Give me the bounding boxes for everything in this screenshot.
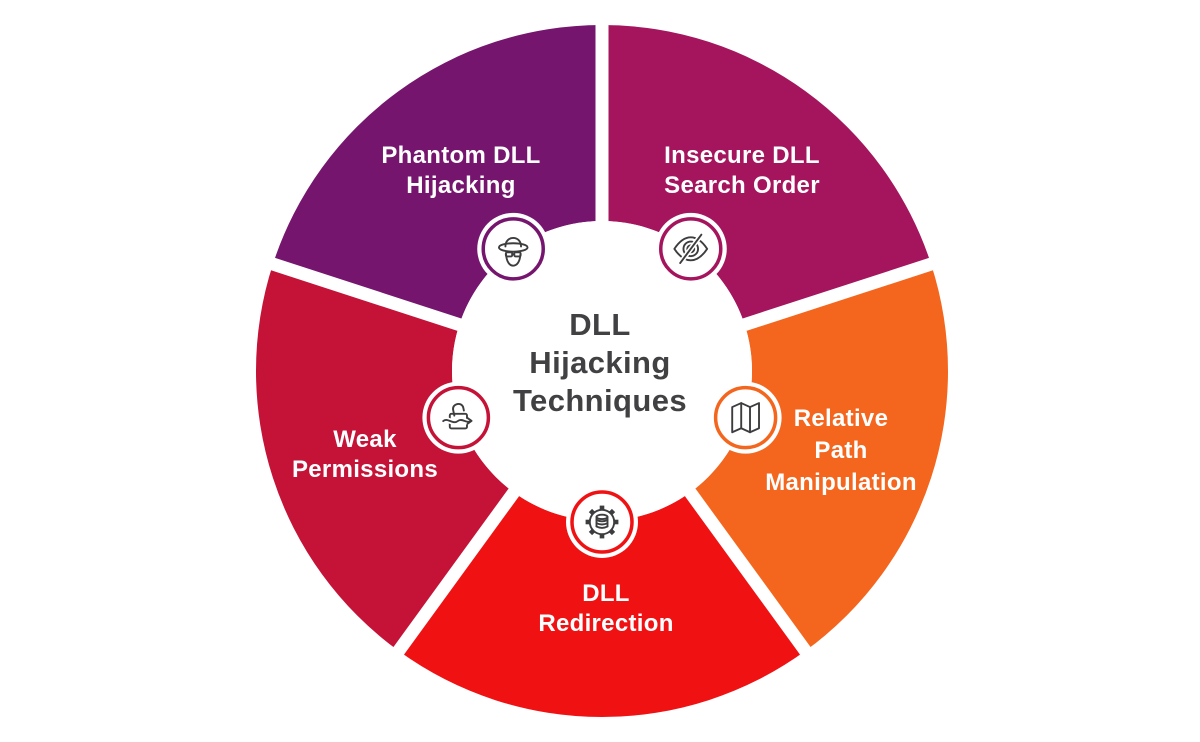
segment-label-relative-path-manipulation: Relative [794, 405, 888, 432]
segment-label-relative-path-manipulation: Path [814, 437, 867, 464]
segment-phantom-dll-hijacking [272, 25, 602, 325]
title-line-3: Techniques [513, 383, 687, 418]
segment-label-weak-permissions: Permissions [292, 456, 438, 483]
segment-label-phantom-dll-hijacking: Phantom DLL [381, 142, 540, 169]
segment-label-dll-redirection: Redirection [538, 610, 673, 637]
spy-icon [497, 236, 529, 267]
center-circle [452, 221, 752, 521]
diagram-title: DLL Hijacking Techniques [513, 306, 687, 420]
segment-label-dll-redirection: DLL [582, 580, 630, 607]
segment-label-relative-path-manipulation: Manipulation [765, 469, 917, 496]
folded-map-icon [731, 402, 760, 434]
title-line-2: Hijacking [529, 345, 671, 380]
segment-label-insecure-dll-search-order: Search Order [664, 172, 820, 199]
segment-insecure-dll-search-order [602, 25, 932, 325]
icon-circle-weak-permissions [426, 385, 491, 450]
gear-database-icon [585, 505, 619, 539]
segment-relative-path-manipulation [690, 264, 949, 651]
icon-circle-relative-path-manipulation [713, 385, 778, 450]
segment-dll-redirection [398, 492, 806, 717]
segment-label-phantom-dll-hijacking: Hijacking [406, 172, 515, 199]
icon-circle-phantom-dll-hijacking [481, 217, 545, 281]
lock-bypass-icon [440, 402, 474, 430]
segment-label-insecure-dll-search-order: Insecure DLL [664, 142, 820, 169]
eye-off-icon [673, 232, 709, 266]
title-line-1: DLL [569, 307, 631, 342]
segment-weak-permissions [255, 264, 514, 651]
segment-label-weak-permissions: Weak [333, 426, 397, 453]
